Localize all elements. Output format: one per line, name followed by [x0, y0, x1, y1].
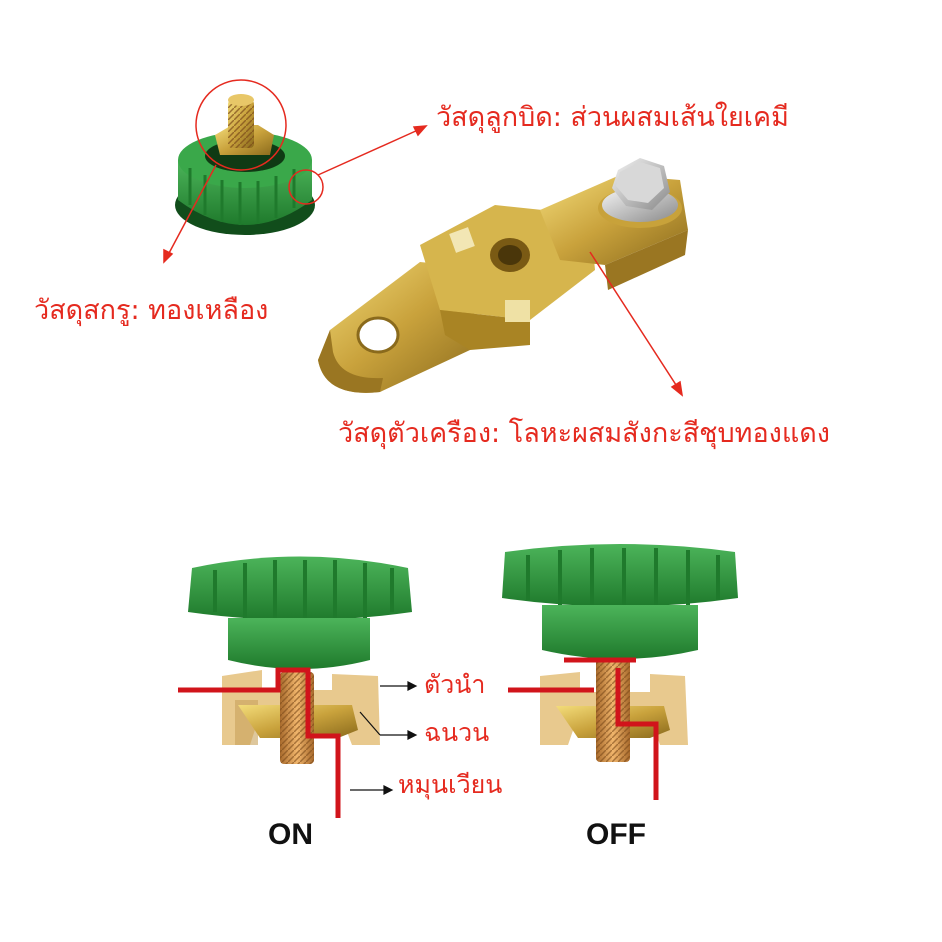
- off-state-label: OFF: [586, 818, 646, 851]
- screw-highlight-circle: [195, 79, 287, 171]
- knob-material-label: วัสดุลูกบิด: ส่วนผสมเส้นใยเคมี: [436, 102, 789, 133]
- insulator-label: ฉนวน: [424, 718, 490, 747]
- callout-arrows: [163, 125, 684, 397]
- circuit-label: หมุนเวียน: [398, 770, 503, 799]
- knob-photo: [175, 94, 315, 235]
- on-diagram: [178, 556, 412, 818]
- on-state-label: ON: [268, 818, 313, 851]
- screw-material-label: วัสดุสกรู: ทองเหลือง: [34, 295, 269, 326]
- knob-highlight-circle: [288, 169, 324, 205]
- diagram-pointers: [350, 681, 418, 795]
- off-diagram: [502, 544, 738, 800]
- body-material-label: วัสดุตัวเครือง: โลหะผสมสังกะสีชุบทองแดง: [338, 418, 830, 449]
- conductor-label: ตัวนำ: [424, 670, 486, 699]
- switch-body-photo: [318, 158, 688, 393]
